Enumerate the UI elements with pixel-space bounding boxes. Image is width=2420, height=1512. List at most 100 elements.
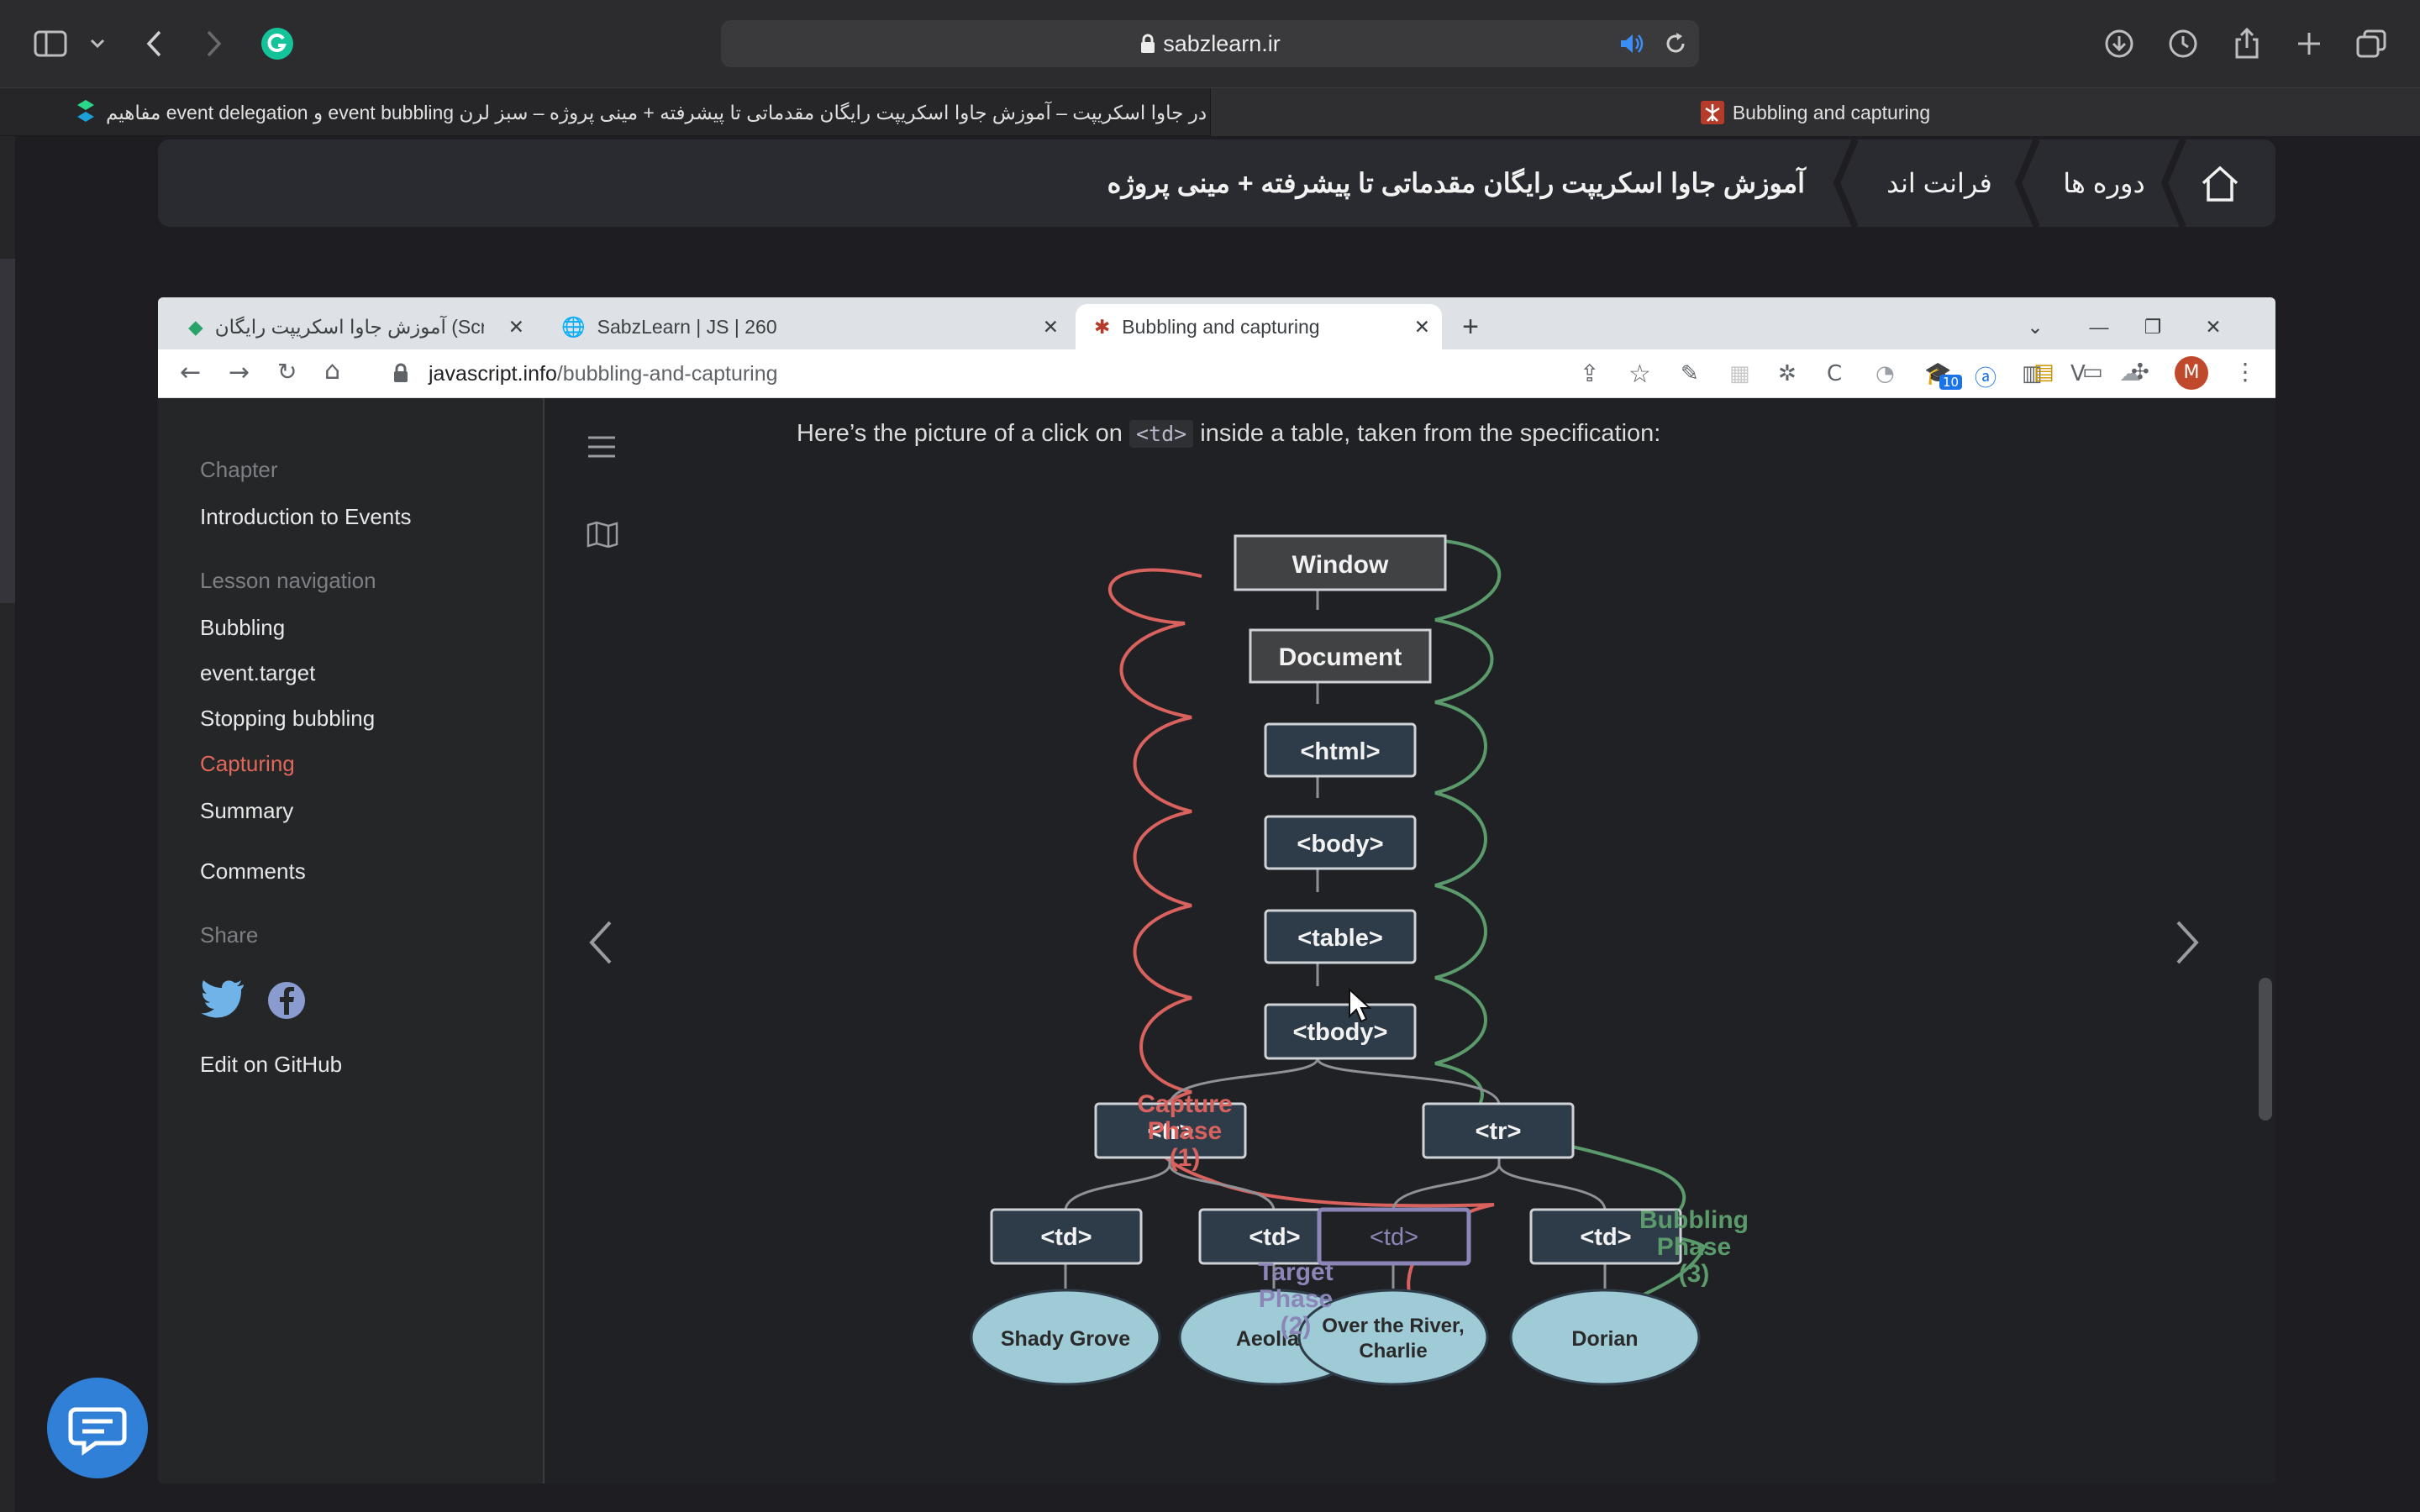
safari-toolbar: sabzlearn.ir: [0, 0, 2420, 87]
chrome-toolbar: ← → ↻ ⌂ javascript.info/bubbling-and-cap…: [158, 349, 2275, 398]
previous-arrow-icon[interactable]: [587, 919, 615, 969]
home-icon[interactable]: [2200, 165, 2242, 207]
extension-icon[interactable]: ☁: [2119, 361, 2141, 386]
eyedropper-extension-icon[interactable]: ✎: [1681, 361, 1699, 386]
puzzle-icon[interactable]: ✣: [2131, 360, 2149, 385]
back-icon[interactable]: ←: [180, 358, 202, 387]
extension-badge: 10: [1939, 375, 1963, 390]
extension-icon[interactable]: ⓐ: [1975, 366, 1997, 391]
share-icon[interactable]: [2227, 24, 2267, 64]
chrome-tab-bubbling[interactable]: ✱Bubbling and capturing ✕: [1076, 304, 1442, 349]
new-tab-icon[interactable]: [2289, 24, 2329, 64]
facebook-icon[interactable]: [267, 981, 306, 1023]
extension-icon[interactable]: ◔: [1876, 361, 1895, 386]
safari-tab-sabzlearn[interactable]: مفاهیم event delegation و event bubbling…: [76, 88, 1227, 137]
chrome-tab-sabzlearn-js[interactable]: 🌐SabzLearn | JS | 260 ✕: [548, 304, 1071, 349]
extension-icon[interactable]: ▥: [2022, 361, 2043, 386]
speaker-icon[interactable]: [1612, 24, 1652, 64]
back-icon[interactable]: [134, 24, 175, 64]
node-window: Window: [1234, 534, 1447, 591]
node-table: <table>: [1264, 909, 1417, 964]
tab-search-chevron-icon[interactable]: ⌄: [2027, 316, 2044, 338]
svg-text:Document: Document: [1279, 643, 1402, 671]
chrome-tab-bar: ◆آموزش جاوا اسکریپت رایگان (Script ✕ 🌐Sa…: [158, 297, 2275, 349]
chapter-heading: Chapter: [200, 457, 278, 482]
minimize-icon[interactable]: —: [2089, 316, 2109, 338]
node-html: <html>: [1264, 722, 1417, 778]
svg-text:Phase: Phase: [1148, 1117, 1222, 1145]
breadcrumb-item-courses[interactable]: دوره ها: [2063, 168, 2145, 198]
svg-text:<tbody>: <tbody>: [1293, 1019, 1388, 1046]
lesson-link-capturing[interactable]: Capturing: [200, 751, 295, 776]
svg-text:Shady Grove: Shady Grove: [1001, 1327, 1130, 1351]
profile-avatar[interactable]: M: [2175, 356, 2208, 390]
forward-icon[interactable]: →: [229, 358, 250, 387]
comments-link[interactable]: Comments: [200, 858, 306, 884]
javascript-info-favicon-icon: [1700, 101, 1724, 124]
breadcrumb-item-frontend[interactable]: فرانت اند: [1886, 168, 1992, 198]
lesson-link-bubbling[interactable]: Bubbling: [200, 615, 286, 640]
node-tr-right: <tr>: [1422, 1102, 1575, 1159]
bug-extension-icon[interactable]: ✲: [1778, 361, 1797, 386]
download-icon[interactable]: [2099, 24, 2139, 64]
svg-text:<tr>: <tr>: [1476, 1118, 1522, 1145]
svg-text:(2): (2): [1281, 1312, 1312, 1340]
article-area: Here’s the picture of a click on <td> in…: [544, 398, 2275, 1483]
left-edge-indicator: [0, 259, 15, 603]
extension-icon[interactable]: ▭: [2082, 360, 2103, 385]
sidebar-toggle-icon[interactable]: [30, 24, 71, 64]
lesson-link-summary[interactable]: Summary: [200, 798, 294, 823]
share-icon[interactable]: ⇪: [1580, 360, 1600, 387]
lesson-sidebar: Chapter Introduction to Events Lesson na…: [158, 398, 544, 1483]
next-arrow-icon[interactable]: [2173, 919, 2202, 969]
scrollbar-thumb[interactable]: [2259, 978, 2272, 1121]
restore-icon[interactable]: ❐: [2144, 316, 2162, 338]
close-tab-icon[interactable]: ✕: [1042, 316, 1059, 338]
chevron-down-icon[interactable]: [77, 24, 118, 64]
history-icon[interactable]: [2163, 24, 2203, 64]
forward-icon[interactable]: [193, 24, 234, 64]
svg-text:Phase: Phase: [1657, 1233, 1731, 1261]
reload-icon[interactable]: [1655, 24, 1696, 64]
omnibox-url: javascript.info/bubbling-and-capturing: [429, 362, 778, 386]
svg-text:<td>: <td>: [1249, 1224, 1300, 1251]
extension-icon[interactable]: C: [1827, 361, 1843, 386]
extension-icon[interactable]: ▦: [1729, 361, 1750, 386]
reload-icon[interactable]: ↻: [277, 358, 297, 386]
new-tab-plus-icon[interactable]: +: [1462, 311, 1479, 343]
safari-tab-bubbling[interactable]: Bubbling and capturing: [1210, 88, 2420, 137]
svg-text:Charlie: Charlie: [1359, 1340, 1427, 1362]
svg-text:Capture: Capture: [1137, 1090, 1232, 1118]
close-window-icon[interactable]: ✕: [2205, 316, 2222, 338]
lesson-link-stopping-bubbling[interactable]: Stopping bubbling: [200, 706, 376, 731]
chapter-link[interactable]: Introduction to Events: [200, 504, 412, 529]
lesson-link-event-target[interactable]: event.target: [200, 660, 316, 685]
map-icon[interactable]: [587, 521, 618, 551]
address-bar[interactable]: sabzlearn.ir: [721, 20, 1699, 67]
svg-text:<table>: <table>: [1297, 925, 1383, 952]
tree-connectors: [1064, 590, 1607, 1289]
close-tab-icon[interactable]: ✕: [1413, 316, 1430, 338]
edit-on-github-link[interactable]: Edit on GitHub: [200, 1052, 343, 1077]
svg-text:<body>: <body>: [1297, 831, 1383, 858]
chrome-tab-sabzlearn-course[interactable]: ◆آموزش جاوا اسکریپت رایگان (Script ✕: [175, 304, 536, 349]
close-tab-icon[interactable]: ✕: [508, 316, 524, 338]
scrollbar[interactable]: [2255, 398, 2275, 1483]
extension-icon[interactable]: ▤: [2033, 360, 2054, 385]
chrome-menu-icon[interactable]: ⋮: [2233, 358, 2257, 386]
breadcrumb-item-course: آموزش جاوا اسکریپت رایگان مقدماتی تا پیش…: [1107, 168, 1805, 198]
tab-overview-icon[interactable]: [2351, 24, 2391, 64]
vue-extension-icon[interactable]: V: [2070, 361, 2086, 386]
hamburger-menu-icon[interactable]: [587, 435, 617, 462]
svg-text:<td>: <td>: [1040, 1224, 1092, 1251]
chat-support-button[interactable]: [47, 1378, 148, 1478]
star-icon[interactable]: ☆: [1628, 360, 1651, 389]
safari-tab-strip: مفاهیم event delegation و event bubbling…: [0, 87, 2420, 137]
twitter-icon[interactable]: [200, 979, 245, 1021]
home-icon[interactable]: ⌂: [324, 356, 341, 386]
video-player[interactable]: ◆آموزش جاوا اسکریپت رایگان (Script ✕ 🌐Sa…: [158, 297, 2275, 1483]
sabzlearn-favicon-icon: ◆: [188, 316, 203, 338]
omnibox[interactable]: javascript.info/bubbling-and-capturing ⇪…: [378, 354, 1723, 393]
node-td-target: <td>: [1317, 1207, 1471, 1266]
grammarly-icon[interactable]: [257, 24, 297, 64]
